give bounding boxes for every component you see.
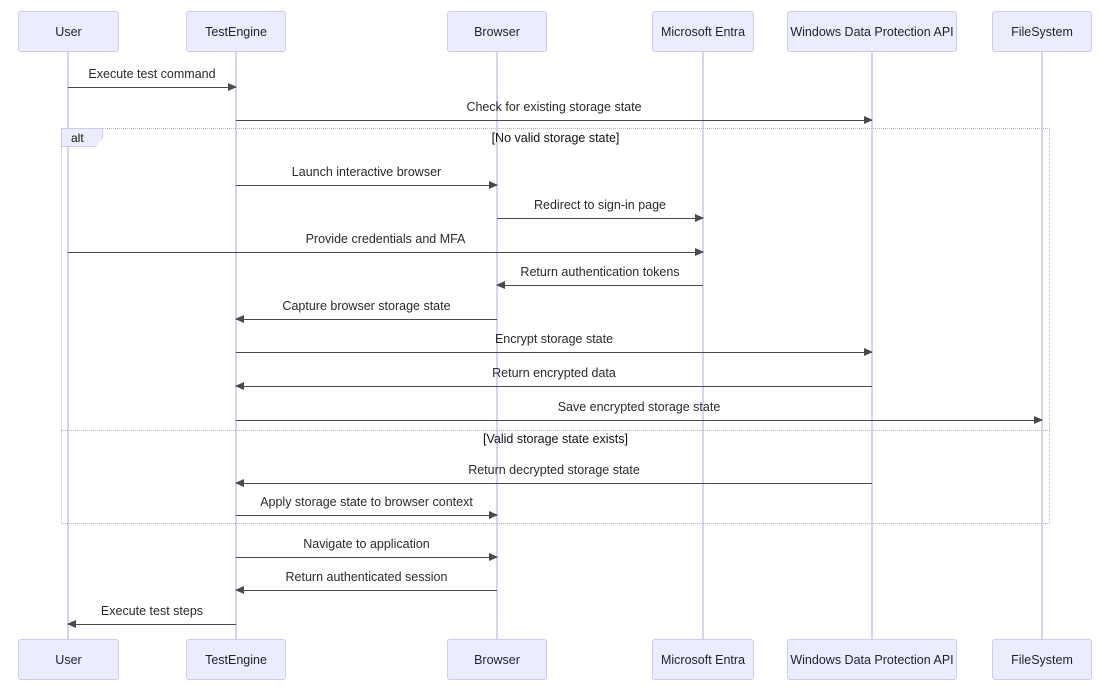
message-label: Check for existing storage state xyxy=(466,100,642,114)
arrowhead-icon xyxy=(235,479,244,488)
arrow-line xyxy=(235,586,497,595)
message-label: Execute test command xyxy=(88,67,216,81)
arrowhead-icon xyxy=(67,620,76,629)
message-return-auth-tokens: Return authentication tokens xyxy=(496,259,703,290)
message-save-encrypted-storage-state: Save encrypted storage state xyxy=(236,394,1043,425)
message-label: Return authentication tokens xyxy=(520,265,680,279)
participant-bottom-filesystem: FileSystem xyxy=(992,639,1092,680)
lifeline-wdpapi xyxy=(871,52,873,639)
message-label: Return authenticated session xyxy=(285,570,448,584)
lifeline-microsoft-entra xyxy=(702,52,704,639)
message-label: Capture browser storage state xyxy=(282,299,451,313)
participant-label: Windows Data Protection API xyxy=(790,24,954,39)
message-label: Navigate to application xyxy=(303,537,430,551)
arrow-line xyxy=(236,553,498,562)
lifeline-browser xyxy=(496,52,498,639)
message-label: Encrypt storage state xyxy=(494,332,614,346)
arrowhead-icon xyxy=(489,553,498,562)
participant-label: User xyxy=(55,652,82,667)
arrow-line xyxy=(235,315,497,324)
participant-top-testengine: TestEngine xyxy=(186,11,286,52)
alt-label-text: alt xyxy=(71,130,84,145)
arrow-line xyxy=(235,382,872,391)
message-label: Apply storage state to browser context xyxy=(260,495,473,509)
participant-label: FileSystem xyxy=(1011,652,1073,667)
arrow-line xyxy=(497,214,704,223)
message-label: Launch interactive browser xyxy=(291,165,442,179)
message-execute-test-command: Execute test command xyxy=(68,61,237,92)
message-label: Return decrypted storage state xyxy=(468,463,640,477)
participant-bottom-wdpapi: Windows Data Protection API xyxy=(787,639,957,680)
participant-top-filesystem: FileSystem xyxy=(992,11,1092,52)
participant-bottom-browser: Browser xyxy=(447,639,547,680)
alt-else-divider xyxy=(61,430,1050,431)
participant-label: User xyxy=(55,24,82,39)
message-encrypt-storage-state: Encrypt storage state xyxy=(236,326,873,357)
arrow-line xyxy=(496,281,703,290)
message-capture-storage-state: Capture browser storage state xyxy=(235,293,497,324)
message-provide-credentials-mfa: Provide credentials and MFA xyxy=(68,226,704,257)
arrow-line xyxy=(236,416,1043,425)
participant-label: Microsoft Entra xyxy=(660,652,746,667)
participant-bottom-user: User xyxy=(18,639,119,680)
lifeline-filesystem xyxy=(1041,52,1043,639)
participant-bottom-testengine: TestEngine xyxy=(186,639,286,680)
message-return-decrypted-storage-state: Return decrypted storage state xyxy=(235,457,872,488)
message-label: Provide credentials and MFA xyxy=(305,232,466,246)
arrowhead-icon xyxy=(496,281,505,290)
message-redirect-sign-in: Redirect to sign-in page xyxy=(497,192,704,223)
arrow-line xyxy=(67,620,236,629)
arrowhead-icon xyxy=(695,248,704,257)
participant-top-microsoft-entra: Microsoft Entra xyxy=(652,11,754,52)
arrowhead-icon xyxy=(1034,416,1043,425)
message-navigate-to-application: Navigate to application xyxy=(236,531,498,562)
arrowhead-icon xyxy=(228,83,237,92)
participant-label: FileSystem xyxy=(1011,24,1073,39)
arrowhead-icon xyxy=(864,116,873,125)
arrowhead-icon xyxy=(235,382,244,391)
arrow-line xyxy=(236,181,498,190)
arrowhead-icon xyxy=(489,511,498,520)
participant-top-browser: Browser xyxy=(447,11,547,52)
message-check-existing-storage-state: Check for existing storage state xyxy=(236,94,873,125)
lifeline-testengine xyxy=(235,52,237,639)
participant-bottom-microsoft-entra: Microsoft Entra xyxy=(652,639,754,680)
arrowhead-icon xyxy=(235,586,244,595)
message-return-authenticated-session: Return authenticated session xyxy=(235,564,497,595)
arrow-line xyxy=(236,348,873,357)
arrowhead-icon xyxy=(864,348,873,357)
arrowhead-icon xyxy=(489,181,498,190)
participant-label: Browser xyxy=(474,24,520,39)
participant-label: Microsoft Entra xyxy=(660,24,746,39)
participant-top-user: User xyxy=(18,11,119,52)
arrow-line xyxy=(236,116,873,125)
message-apply-storage-state: Apply storage state to browser context xyxy=(236,489,498,520)
participant-top-wdpapi: Windows Data Protection API xyxy=(787,11,957,52)
lifeline-user xyxy=(67,52,69,639)
message-return-encrypted-data: Return encrypted data xyxy=(235,360,872,391)
message-label: Redirect to sign-in page xyxy=(533,198,667,212)
arrow-line xyxy=(68,248,704,257)
arrowhead-icon xyxy=(235,315,244,324)
alt-condition-if: [No valid storage state] xyxy=(491,131,620,145)
message-launch-interactive-browser: Launch interactive browser xyxy=(236,159,498,190)
arrow-line xyxy=(235,479,872,488)
participant-label: TestEngine xyxy=(205,24,267,39)
alt-label: alt xyxy=(61,128,103,147)
message-label: Return encrypted data xyxy=(492,366,616,380)
message-label: Save encrypted storage state xyxy=(557,400,721,414)
participant-label: Browser xyxy=(474,652,520,667)
participant-label: Windows Data Protection API xyxy=(790,652,954,667)
message-execute-test-steps: Execute test steps xyxy=(67,598,236,629)
arrowhead-icon xyxy=(695,214,704,223)
arrow-line xyxy=(68,83,237,92)
arrow-line xyxy=(236,511,498,520)
alt-condition-else: [Valid storage state exists] xyxy=(483,432,628,446)
message-label: Execute test steps xyxy=(100,604,204,618)
alt-frame xyxy=(61,128,1050,524)
participant-label: TestEngine xyxy=(205,652,267,667)
